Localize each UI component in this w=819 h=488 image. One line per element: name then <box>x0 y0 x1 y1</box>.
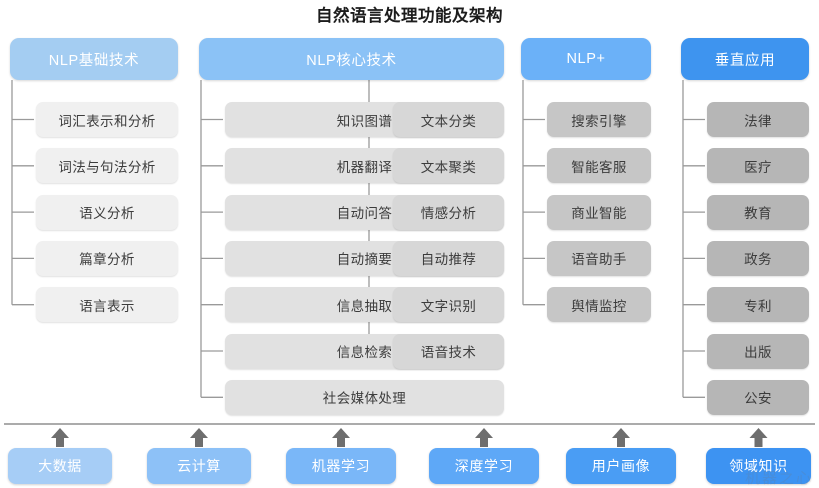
leaf-nlp-plus-2[interactable]: 商业智能 <box>547 194 651 230</box>
leaf-nlp-core-b-3[interactable]: 自动推荐 <box>393 240 504 276</box>
leaf-vertical-app-3[interactable]: 政务 <box>707 240 809 276</box>
leaf-nlp-plus-0[interactable]: 搜索引擎 <box>547 102 651 137</box>
column-header-nlp-core-a[interactable]: NLP核心技术 <box>199 38 504 80</box>
up-arrow-icon-4 <box>612 428 630 447</box>
leaf-nlp-core-b-2[interactable]: 情感分析 <box>393 194 504 230</box>
leaf-nlp-basic-0[interactable]: 词汇表示和分析 <box>36 102 178 137</box>
column-header-nlp-basic[interactable]: NLP基础技术 <box>10 38 178 80</box>
foundation-1[interactable]: 云计算 <box>147 448 251 484</box>
up-arrow-icon-2 <box>332 428 350 447</box>
leaf-vertical-app-2[interactable]: 教育 <box>707 194 809 230</box>
leaf-vertical-app-0[interactable]: 法律 <box>707 102 809 137</box>
column-header-nlp-plus[interactable]: NLP+ <box>521 38 651 80</box>
foundation-0[interactable]: 大数据 <box>8 448 112 484</box>
leaf-nlp-core-b-4[interactable]: 文字识别 <box>393 287 504 323</box>
up-arrow-icon-3 <box>475 428 493 447</box>
leaf-nlp-basic-3[interactable]: 篇章分析 <box>36 240 178 276</box>
up-arrow-icon-5 <box>749 428 768 447</box>
leaf-nlp-plus-3[interactable]: 语音助手 <box>547 240 651 276</box>
foundation-5[interactable]: 领域知识 <box>706 448 811 484</box>
foundation-2[interactable]: 机器学习 <box>286 448 396 484</box>
leaf-nlp-core-b-1[interactable]: 文本聚类 <box>393 148 504 184</box>
leaf-nlp-plus-4[interactable]: 舆情监控 <box>547 287 651 323</box>
column-header-vertical-app[interactable]: 垂直应用 <box>681 38 809 80</box>
leaf-nlp-plus-1[interactable]: 智能客服 <box>547 148 651 184</box>
foundation-3[interactable]: 深度学习 <box>429 448 539 484</box>
leaf-nlp-basic-4[interactable]: 语言表示 <box>36 287 178 323</box>
leaf-vertical-app-6[interactable]: 公安 <box>707 379 809 415</box>
leaf-nlp-basic-2[interactable]: 语义分析 <box>36 194 178 230</box>
leaf-nlp-basic-1[interactable]: 词法与句法分析 <box>36 148 178 184</box>
leaf-nlp-core-b-5[interactable]: 语音技术 <box>393 333 504 369</box>
page-title: 自然语言处理功能及架构 <box>316 7 503 25</box>
leaf-nlp-core-b-0[interactable]: 文本分类 <box>393 102 504 137</box>
up-arrow-icon-1 <box>190 428 208 447</box>
leaf-nlp-core-a-6[interactable]: 社会媒体处理 <box>225 379 504 415</box>
leaf-vertical-app-4[interactable]: 专利 <box>707 287 809 323</box>
leaf-vertical-app-5[interactable]: 出版 <box>707 333 809 369</box>
foundation-4[interactable]: 用户画像 <box>566 448 676 484</box>
leaf-vertical-app-1[interactable]: 医疗 <box>707 148 809 184</box>
up-arrow-icon-0 <box>51 428 69 447</box>
